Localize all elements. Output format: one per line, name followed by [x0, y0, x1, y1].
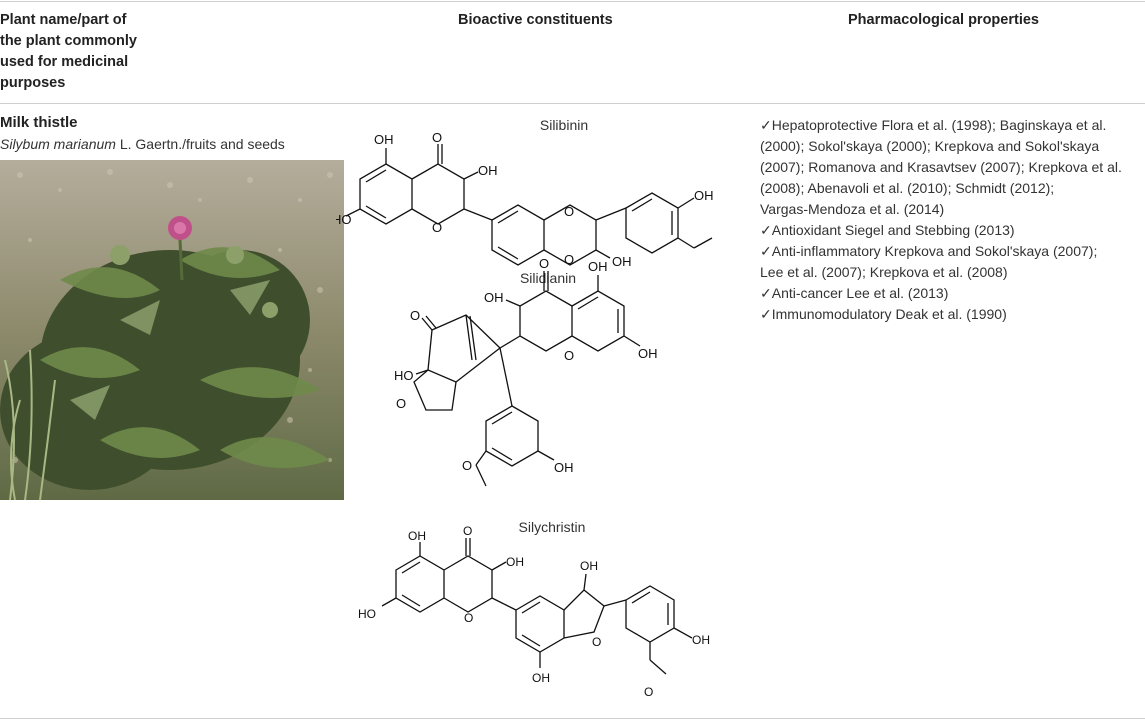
silychristin-o-methoxy: O: [644, 685, 653, 699]
silychristin-ho-7: HO: [358, 607, 376, 621]
header-plant-line-2: the plant commonly: [0, 33, 137, 49]
silibinin-ho-7: HO: [336, 212, 352, 227]
header-rule: [0, 103, 1145, 104]
property-line: (2007); Romanova and Krasavtsev (2007); …: [760, 159, 1122, 175]
silychristin-oh-furan: OH: [580, 559, 598, 573]
silychristin-oh-3: OH: [506, 555, 524, 569]
property-line: Lee et al. (2007); Krepkova et al. (2008…: [760, 264, 1008, 280]
compound-name-silibinin: Silibinin: [539, 117, 589, 133]
silidianin-o-cage: O: [410, 308, 420, 323]
silidianin-oh-aryl: OH: [554, 460, 574, 475]
silibinin-oh-5: OH: [374, 132, 394, 147]
chemical-structures: OH O OH HO O O O OH OH: [336, 130, 714, 699]
plant-common-name: Milk thistle: [0, 114, 78, 131]
silibinin-oh-dioxane: OH: [612, 254, 632, 269]
silibinin-oh-3: OH: [478, 163, 498, 178]
silidianin-oh-7: OH: [638, 346, 658, 361]
milk-thistle-photo: [0, 160, 344, 500]
silibinin-o-ring: O: [432, 220, 442, 235]
silychristin-o-ring: O: [464, 611, 473, 625]
silychristin-oh-7p: OH: [532, 671, 550, 685]
plant-part-used: L. Gaertn./fruits and seeds: [115, 136, 285, 152]
top-rule: [0, 1, 1145, 2]
silibinin-o-dioxane-2: O: [564, 252, 574, 267]
header-pharmacological-properties: Pharmacological properties: [848, 12, 1039, 28]
header-plant-line-3: used for medicinal: [0, 54, 129, 70]
header-plant-line-1: Plant name/part of: [0, 12, 127, 28]
silibinin-oh-4p: OH: [694, 188, 714, 203]
property-line: (2000); Sokol'skaya (2000); Krepkova and…: [760, 138, 1100, 154]
silidianin-atom-labels: OH O OH O OH O HO O OH O: [394, 256, 658, 475]
silidianin-ho-cage: HO: [394, 368, 414, 383]
plant-species-italic: Silybum marianum: [0, 136, 116, 152]
silibinin-o-dioxane-1: O: [564, 204, 574, 219]
pharmacological-properties-list: ✓Hepatoprotective Flora et al. (1998); B…: [760, 115, 1145, 325]
silidianin-oh-5: OH: [588, 259, 608, 274]
header-bioactive-constituents: Bioactive constituents: [458, 12, 613, 28]
silychristin-oh-aryl: OH: [692, 633, 710, 647]
silibinin-atom-labels: OH O OH HO O O O OH OH: [336, 130, 714, 269]
silychristin-o-keto: O: [463, 524, 472, 538]
silibinin-structure: [345, 144, 713, 266]
bottom-rule: [0, 718, 1145, 719]
silychristin-o-furan: O: [592, 635, 601, 649]
silychristin-structure: [381, 538, 693, 675]
property-line: ✓Anti-inflammatory Krepkova and Sokol'sk…: [760, 243, 1098, 259]
property-line: (2008); Abenavoli et al. (2010); Schmidt…: [760, 180, 1055, 196]
silidianin-o-methoxy: O: [462, 458, 472, 473]
property-line: ✓Antioxidant Siegel and Stebbing (2013): [760, 222, 1015, 238]
silychristin-oh-5: OH: [408, 529, 426, 543]
silidianin-o-ring: O: [564, 348, 574, 363]
milk-thistle-image: [0, 160, 344, 500]
plant-scientific-name: Silybum marianum L. Gaertn./fruits and s…: [0, 136, 285, 152]
header-plant-line-4: purposes: [0, 75, 66, 91]
property-line: ✓Immunomodulatory Deak et al. (1990): [760, 306, 1007, 322]
silidianin-o-keto: O: [539, 256, 549, 271]
property-line: ✓Hepatoprotective Flora et al. (1998); B…: [760, 117, 1107, 133]
property-line: Vargas-Mendoza et al. (2014): [760, 201, 945, 217]
silidianin-o-furan: O: [396, 396, 406, 411]
silychristin-atom-labels: OH O OH HO O OH O OH OH O: [358, 524, 710, 699]
compound-name-silychristin: Silychristin: [518, 519, 586, 535]
silidianin-oh-3: OH: [484, 290, 504, 305]
silidianin-structure: [413, 271, 641, 487]
property-line: ✓Anti-cancer Lee et al. (2013): [760, 285, 949, 301]
silibinin-o-keto: O: [432, 130, 442, 145]
header-plant-name: Plant name/part of the plant commonly us…: [0, 10, 200, 94]
